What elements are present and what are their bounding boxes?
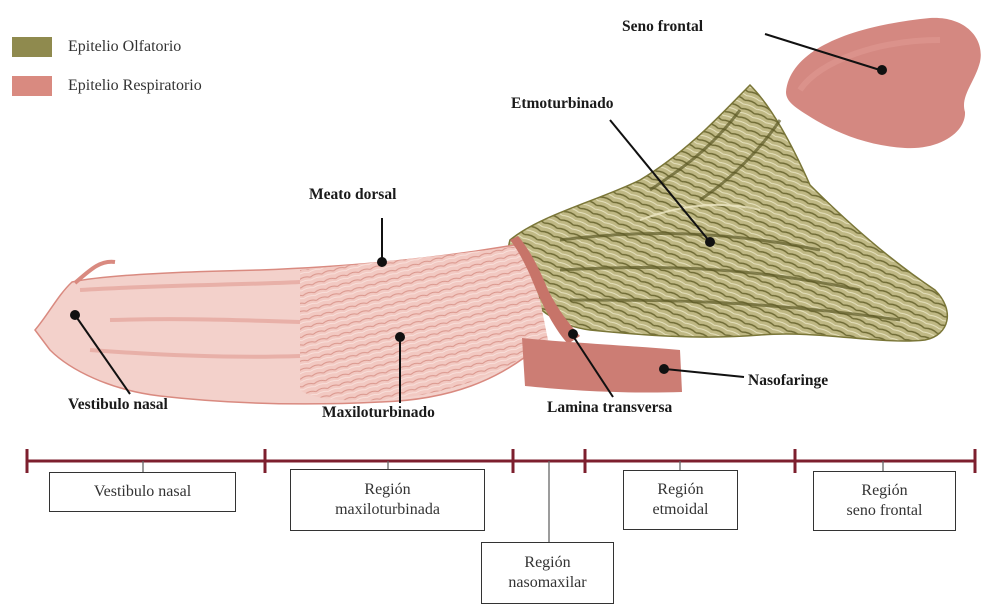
legend-olfactory: Epitelio Olfatorio <box>12 36 181 58</box>
label-lamina-transversa: Lamina transversa <box>547 399 672 417</box>
maxilloturbinate-region <box>300 246 548 401</box>
region-maxiloturbinada-line2: maxiloturbinada <box>291 500 484 520</box>
region-seno-frontal-line1: Región <box>814 481 955 501</box>
region-axis <box>27 449 975 473</box>
region-box-nasomaxilar: Región nasomaxilar <box>481 542 614 604</box>
region-box-vestibulo-nasal: Vestibulo nasal <box>49 472 236 512</box>
region-nasomaxilar-line2: nasomaxilar <box>482 573 613 593</box>
legend-respiratory: Epitelio Respiratorio <box>12 75 202 97</box>
region-box-seno-frontal: Región seno frontal <box>813 471 956 531</box>
legend-olfactory-label: Epitelio Olfatorio <box>68 38 181 56</box>
region-vestibulo-line1: Vestibulo nasal <box>50 482 235 502</box>
region-etmoidal-line2: etmoidal <box>624 500 737 520</box>
region-box-etmoidal: Región etmoidal <box>623 470 738 530</box>
region-maxiloturbinada-line1: Región <box>291 480 484 500</box>
nasopharynx-region <box>522 338 682 393</box>
region-box-maxiloturbinada: Región maxiloturbinada <box>290 469 485 531</box>
label-seno-frontal: Seno frontal <box>622 18 703 36</box>
label-meato-dorsal: Meato dorsal <box>309 186 396 204</box>
respiratory-swatch <box>12 76 52 96</box>
region-etmoidal-line1: Región <box>624 480 737 500</box>
legend-respiratory-label: Epitelio Respiratorio <box>68 77 202 95</box>
region-nasomaxilar-line1: Región <box>482 553 613 573</box>
label-nasofaringe: Nasofaringe <box>748 372 828 390</box>
frontal-sinus-region <box>786 18 981 148</box>
olfactory-swatch <box>12 37 52 57</box>
region-seno-frontal-line2: seno frontal <box>814 501 955 521</box>
label-etmoturbinado: Etmoturbinado <box>511 95 614 113</box>
label-vestibulo-nasal: Vestibulo nasal <box>68 396 168 414</box>
label-maxiloturbinado: Maxiloturbinado <box>322 404 435 422</box>
